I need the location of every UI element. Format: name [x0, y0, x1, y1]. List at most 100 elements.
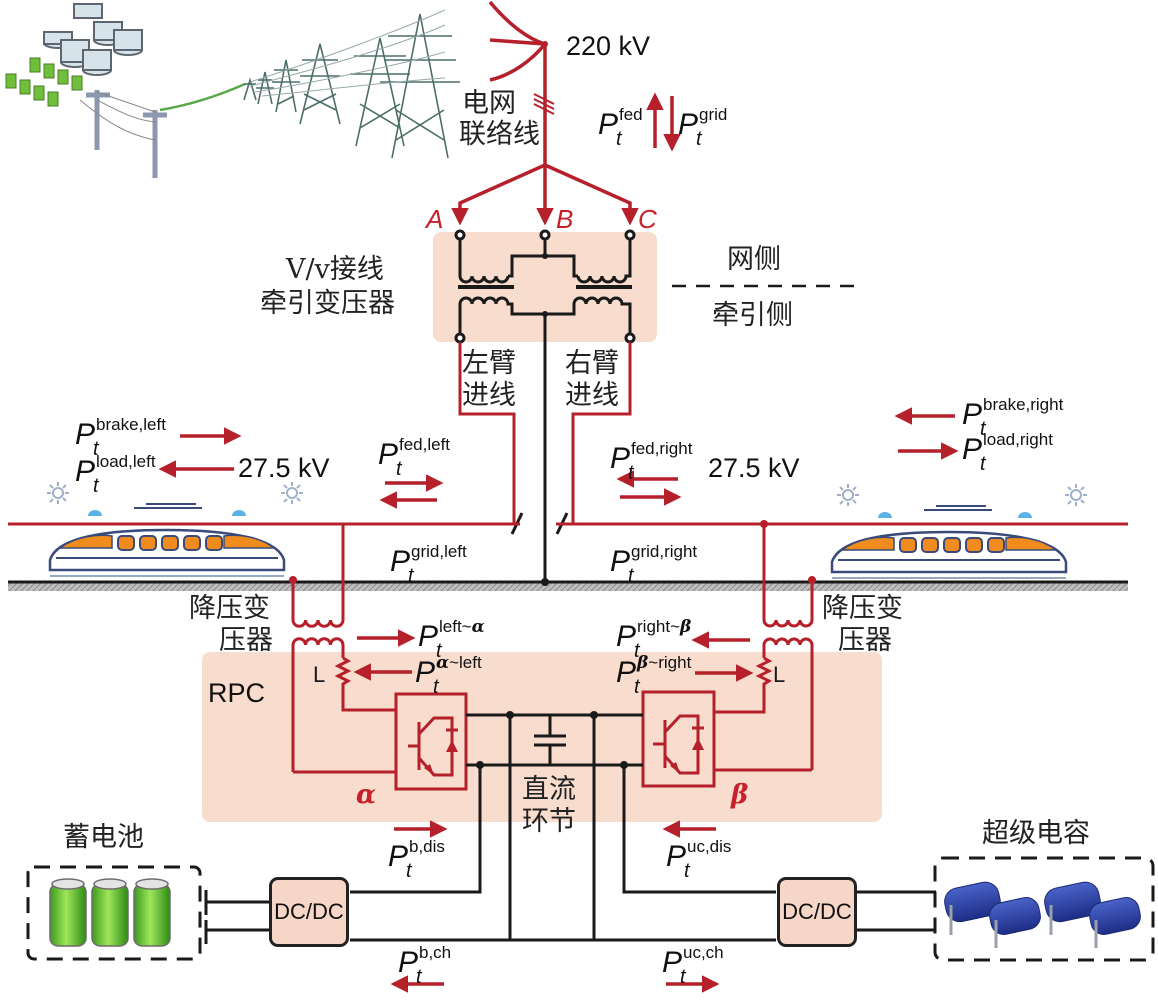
feeder-lines [458, 342, 632, 524]
grid-tie-line [451, 0, 639, 226]
rpc-right-arrows [691, 631, 754, 682]
superscript: brake,right [983, 395, 1064, 414]
p-symbol: P [398, 946, 419, 979]
p-symbol: P [962, 398, 983, 431]
p-symbol: P [610, 545, 631, 578]
right-feeder-label-1: 右臂 [565, 348, 619, 379]
left-feeder-label-2: 进线 [462, 380, 516, 411]
p-symbol: P [388, 840, 409, 873]
subscript: t [408, 565, 414, 587]
tie-line-label-1: 电网 [462, 88, 516, 119]
left-voltage-label: 27.5 kV [238, 453, 330, 483]
transmission-towers-icon [243, 9, 460, 159]
subscript: t [433, 676, 439, 698]
subscript: t [396, 458, 402, 480]
p-symbol: P [418, 620, 439, 653]
converter-alpha-label: α [356, 780, 377, 810]
right-arm-arrows [616, 407, 959, 506]
p-symbol: P [378, 438, 399, 471]
greek-beta: β [637, 653, 649, 673]
grid-voltage-label: 220 kV [566, 31, 651, 61]
grid-side-label: 网侧 [727, 244, 781, 275]
superscript: grid,left [411, 542, 467, 561]
subscript: t [980, 418, 986, 440]
rpc-right-branch [641, 524, 814, 788]
subscript: t [406, 860, 412, 882]
phase-b-label: B [556, 204, 574, 234]
phase-a-label: A [426, 204, 444, 234]
superscript: b,ch [419, 943, 452, 962]
subscript: t [616, 128, 622, 150]
p-symbol: P [678, 108, 699, 141]
superscript: b,dis [409, 837, 445, 856]
subscript: t [980, 453, 986, 475]
superscript: fed [619, 105, 643, 124]
superscript: ~right [648, 653, 692, 672]
p-symbol: P [616, 656, 637, 689]
subscript: t [696, 128, 702, 150]
p-symbol: P [390, 545, 411, 578]
train-left-icon [47, 482, 303, 577]
superscript: load,left [96, 452, 156, 471]
stepdown-right-label-2: 压器 [838, 625, 892, 656]
subscript: t [93, 475, 99, 497]
power-plant-icon [5, 3, 246, 178]
subscript: t [680, 966, 686, 988]
p-symbol: P [662, 946, 683, 979]
subscript: t [436, 640, 442, 662]
transformer-label-1: V/v接线 [286, 254, 384, 285]
supercap-label: 超级电容 [982, 818, 1090, 849]
right-voltage-label: 27.5 kV [708, 453, 800, 483]
p-symbol: P [598, 108, 619, 141]
superscript: fed,right [631, 439, 693, 458]
p-symbol: P [616, 620, 637, 653]
rpc-left-branch [291, 524, 468, 791]
stepdown-right-label-1: 降压变 [822, 593, 903, 624]
greek-alpha: α [436, 653, 450, 673]
greek-alpha: α [471, 617, 485, 637]
phase-c-label: C [638, 204, 657, 234]
battery-box [26, 865, 202, 961]
p-symbol: P [75, 418, 96, 451]
superscript: load,right [983, 430, 1053, 449]
subscript: t [93, 438, 99, 460]
superscript: brake,left [96, 415, 166, 434]
left-arm-arrows [158, 427, 444, 509]
track [8, 582, 1128, 591]
rpc-label: RPC [208, 678, 266, 708]
p-symbol: P [415, 656, 436, 689]
supercapacitor-icon [944, 881, 1141, 948]
dc-link [204, 713, 936, 944]
train-right-icon [830, 484, 1087, 579]
transformer-highlight [433, 232, 657, 342]
inductor-right-label: L [773, 662, 786, 687]
superscript: right~ [637, 617, 680, 636]
battery-icon [49, 878, 171, 947]
superscript: uc,dis [687, 837, 732, 856]
subscript: t [634, 676, 640, 698]
supercap-dcdc-converter: DC/DC [777, 877, 857, 947]
right-feeder-label-2: 进线 [565, 380, 619, 411]
p-symbol: P [962, 433, 983, 466]
dc-link-label-2: 环节 [522, 806, 576, 837]
tie-line-label-2: 联络线 [459, 119, 540, 150]
superscript: left~ [439, 617, 472, 636]
superscript: grid [699, 105, 728, 124]
superscript: ~left [449, 653, 482, 672]
subscript: t [628, 565, 634, 587]
p-symbol: P [610, 442, 631, 475]
left-feeder-label-1: 左臂 [462, 348, 516, 379]
p-symbol: P [75, 455, 96, 488]
superscript: grid,right [631, 542, 698, 561]
